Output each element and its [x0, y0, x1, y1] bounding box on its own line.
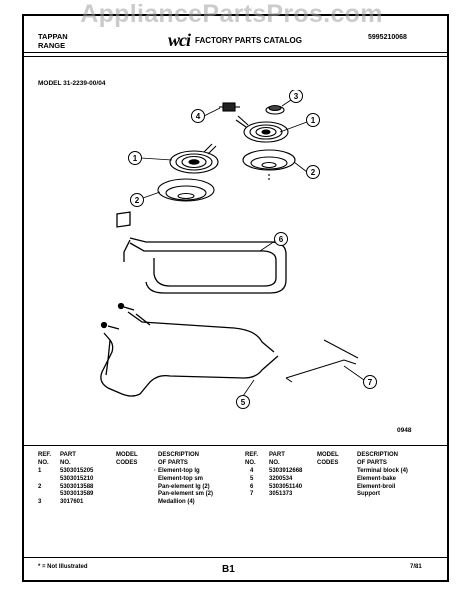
brand-block: TAPPAN RANGE	[38, 32, 68, 50]
callout-1-left	[128, 151, 142, 165]
footer-rule	[24, 557, 447, 558]
pan-element-small	[242, 149, 296, 182]
header-rule	[24, 52, 447, 53]
header-model-codes: MODEL CODES	[317, 452, 339, 466]
wci-logo: wci	[168, 30, 191, 50]
table-cell: 5303015205	[60, 468, 94, 474]
callout-4	[191, 109, 205, 123]
element-top-small	[235, 115, 289, 143]
description-column: Terminal block (4) Element-bake Element-…	[357, 468, 408, 499]
page-number: B1	[222, 564, 235, 575]
terminal-block-part	[219, 102, 240, 112]
table-cell: Pan-element lg (2)	[158, 483, 210, 490]
ref-column: 4 5 6 7	[250, 468, 253, 499]
callout-1-right-label: 1	[311, 116, 316, 125]
table-cell: Element-broil	[357, 483, 396, 490]
callout-5	[236, 395, 250, 409]
table-cell: 5303013588	[60, 483, 94, 490]
callout-6-label: 6	[279, 235, 284, 244]
table-cell: 5303015210	[60, 475, 94, 482]
part-column: 5303015205 5303015210 5303013588 5303013…	[60, 468, 93, 507]
table-cell: 6	[250, 483, 254, 490]
callout-7	[363, 375, 377, 389]
header-ref-no: REF. NO.	[245, 452, 259, 466]
table-cell: Element-top sm	[158, 475, 204, 482]
table-top-rule	[24, 445, 447, 446]
medallion-part	[265, 104, 285, 115]
header-ref-no: REF. NO.	[38, 452, 52, 466]
ref-column: 1 2 3	[38, 468, 41, 507]
header-description: DESCRIPTION OF PARTS	[158, 452, 200, 466]
callout-2-left	[130, 193, 144, 207]
callout-1-left-label: 1	[133, 154, 138, 163]
header-part-no: PART NO.	[60, 452, 76, 466]
element-top-large	[169, 143, 219, 174]
callout-7-label: 7	[368, 378, 373, 387]
brand-line-2: RANGE	[38, 41, 66, 50]
table-cell: 3200534	[269, 475, 293, 482]
table-cell: 7	[250, 491, 254, 498]
catalog-title: FACTORY PARTS CATALOG	[195, 36, 302, 45]
callout-2-left-label: 2	[135, 196, 140, 205]
table-cell: ·	[154, 468, 156, 474]
description-column: Element-top lg Element-top sm Pan-elemen…	[158, 468, 213, 507]
table-cell	[38, 491, 41, 499]
broil-element	[100, 302, 279, 397]
support-part	[285, 339, 359, 383]
table-cell: 5	[250, 475, 254, 482]
callout-4-label: 4	[196, 112, 201, 121]
header-model-codes: MODEL CODES	[116, 452, 138, 466]
table-cell: 1	[38, 468, 42, 474]
table-cell: Support	[357, 491, 380, 498]
table-cell	[38, 476, 41, 484]
part-column: 5303912668 3200534 5303051140 3051373	[269, 468, 302, 499]
catalog-header: wci FACTORY PARTS CATALOG	[168, 30, 302, 51]
table-cell: Element-top lg	[158, 468, 200, 474]
pan-element-large	[157, 178, 215, 202]
table-cell: 3	[38, 499, 42, 506]
revision-date: 7/81	[410, 564, 422, 570]
callout-3-label: 3	[294, 92, 299, 101]
callout-2-right	[306, 165, 320, 179]
callout-2-right-label: 2	[311, 168, 316, 177]
table-cell: Element-bake	[357, 475, 397, 482]
model-label: MODEL 31-2239-00/04	[38, 80, 106, 87]
table-cell: 3017601	[60, 499, 84, 506]
bake-element	[116, 211, 287, 294]
table-cell: Medallion (4)	[158, 499, 195, 506]
table-cell: 5303051140	[269, 483, 303, 490]
callout-1-right	[306, 113, 320, 127]
callout-6	[274, 232, 288, 246]
model-code-column: ·	[154, 468, 156, 476]
header-description: DESCRIPTION OF PARTS	[357, 452, 399, 466]
exploded-parts-diagram: 1 2 1 2 3 4 5 6 7	[100, 90, 377, 409]
header-rule-thin	[24, 56, 447, 57]
diagram-code: 0948	[397, 427, 412, 434]
callout-5-label: 5	[241, 398, 246, 407]
callout-3	[289, 90, 303, 103]
table-cell: 3051373	[269, 491, 293, 498]
table-cell: 5303912668	[269, 468, 303, 474]
table-cell: Pan-element sm (2)	[158, 491, 214, 498]
table-cell: 4	[250, 468, 254, 474]
table-cell: Terminal block (4)	[357, 468, 408, 474]
catalog-number: 5995210068	[368, 34, 407, 41]
table-cell: 5303013589	[60, 491, 94, 498]
header-part-no: PART NO.	[269, 452, 285, 466]
brand-line-1: TAPPAN	[38, 32, 68, 41]
not-illustrated-note: * = Not Illustrated	[38, 564, 88, 570]
table-cell: 2	[38, 483, 42, 490]
